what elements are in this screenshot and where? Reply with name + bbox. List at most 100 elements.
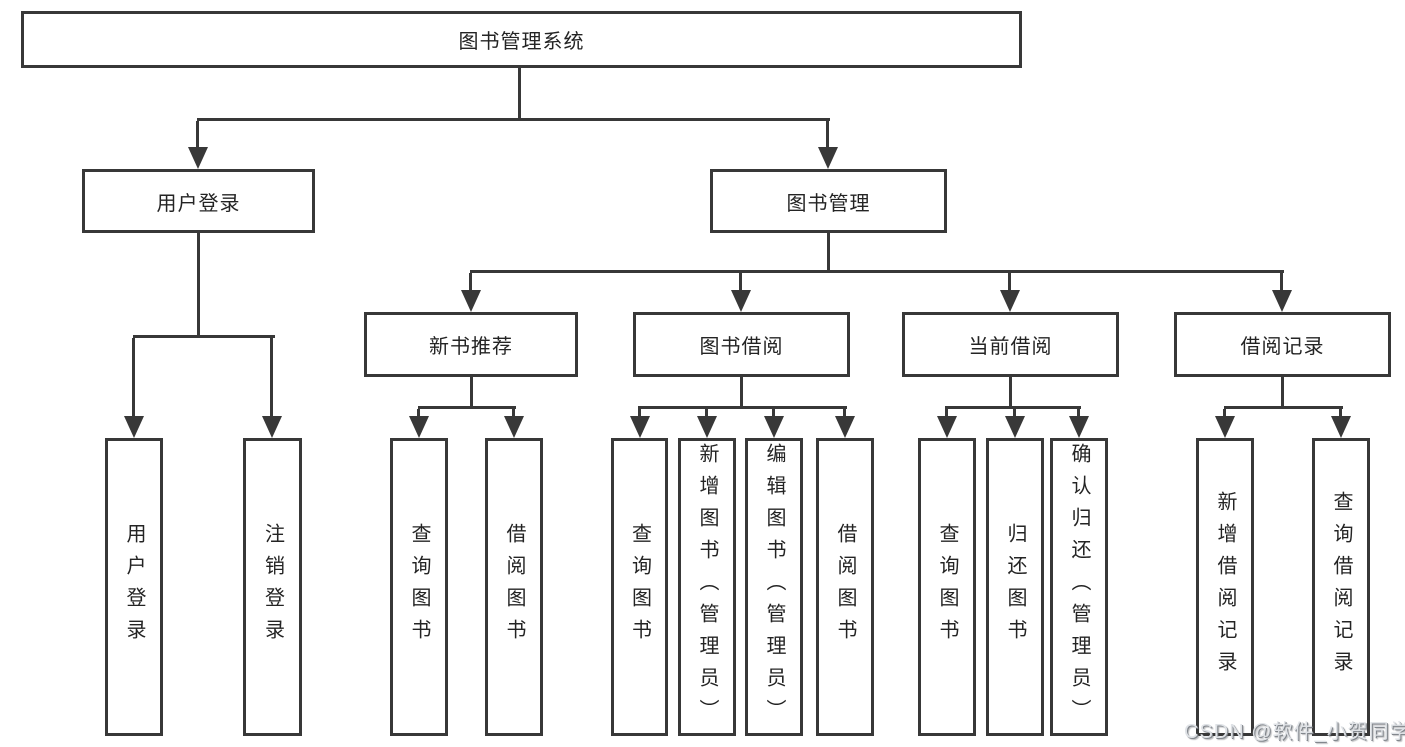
connector-arrow (835, 409, 855, 438)
connector-arrow (731, 273, 751, 312)
connector-line (827, 233, 830, 270)
arrow-head-icon (188, 147, 208, 169)
arrow-head-icon (697, 416, 717, 438)
node-label: 查询图书 (628, 523, 651, 651)
node-label: 查询图书 (408, 523, 430, 651)
csdn-watermark: CSDN @软件_小贺同学 (1184, 721, 1405, 743)
leaf-logout: 注销登录 (243, 438, 302, 736)
connector-line (740, 377, 743, 406)
node-label: 注销登录 (261, 523, 284, 651)
node-new-book-recommendation: 新书推荐 (364, 312, 578, 377)
arrow-stem (1008, 273, 1011, 292)
connector-arrow (818, 121, 838, 169)
node-label: 图书管理系统 (458, 31, 585, 53)
arrow-stem (270, 338, 273, 418)
connector-arrow (188, 121, 208, 169)
leaf-add-borrow-record: 新增借阅记录 (1196, 438, 1254, 736)
connector-arrow (1069, 409, 1089, 438)
arrow-stem (417, 409, 420, 418)
arrow-stem (512, 409, 515, 418)
connector-arrow (697, 409, 717, 438)
arrow-stem (945, 409, 948, 418)
connector-arrow (124, 338, 144, 438)
connector-arrow (1331, 409, 1351, 438)
connector-line (945, 406, 1081, 409)
node-label: 图书借阅 (699, 336, 784, 358)
leaf-query-books-current: 查询图书 (918, 438, 976, 736)
connector-line (470, 270, 1284, 273)
arrow-head-icon (1215, 416, 1235, 438)
leaf-query-books-recommend: 查询图书 (390, 438, 448, 736)
arrow-head-icon (818, 147, 838, 169)
connector-line (133, 335, 275, 338)
node-label: 查询借阅记录 (1330, 491, 1352, 683)
node-label: 查询图书 (936, 523, 958, 651)
arrow-head-icon (504, 416, 524, 438)
connector-arrow (504, 409, 524, 438)
connector-arrow (1005, 409, 1025, 438)
node-book-management: 图书管理 (710, 169, 947, 233)
connector-arrow (764, 409, 784, 438)
connector-arrow (1272, 273, 1292, 312)
node-label: 借阅图书 (834, 523, 856, 651)
arrow-stem (1077, 409, 1080, 418)
arrow-stem (739, 273, 742, 292)
node-label: 归还图书 (1004, 523, 1026, 651)
arrow-head-icon (1000, 290, 1020, 312)
node-label: 编辑图书（管理员） (763, 443, 785, 731)
connector-arrow (461, 273, 481, 312)
node-label: 用户登录 (156, 192, 241, 215)
connector-line (470, 377, 473, 406)
connector-line (1281, 377, 1284, 406)
connector-line (1009, 377, 1012, 406)
leaf-confirm-return-admin: 确认归还（管理员） (1050, 438, 1108, 736)
arrow-stem (196, 121, 199, 149)
leaf-borrow-books-borrowing: 借阅图书 (816, 438, 874, 736)
arrow-head-icon (409, 416, 429, 438)
node-book-borrowing: 图书借阅 (633, 312, 850, 377)
arrow-head-icon (630, 416, 650, 438)
node-label: 新书推荐 (429, 336, 513, 358)
connector-arrow (1000, 273, 1020, 312)
arrow-head-icon (1331, 416, 1351, 438)
connector-arrow (409, 409, 429, 438)
node-current-borrowing: 当前借阅 (902, 312, 1119, 377)
arrow-stem (843, 409, 846, 418)
connector-arrow (1215, 409, 1235, 438)
arrow-stem (132, 338, 135, 418)
arrow-stem (826, 121, 829, 149)
connector-line (1224, 406, 1343, 409)
arrow-stem (1339, 409, 1342, 418)
node-label: 用户登录 (123, 523, 145, 651)
node-borrowing-records: 借阅记录 (1174, 312, 1391, 377)
node-label: 新增图书（管理员） (696, 443, 718, 731)
arrow-stem (638, 409, 641, 418)
connector-arrow (937, 409, 957, 438)
arrow-head-icon (835, 416, 855, 438)
arrow-head-icon (937, 416, 957, 438)
arrow-head-icon (1005, 416, 1025, 438)
node-label: 借阅记录 (1240, 336, 1325, 358)
arrow-head-icon (1069, 416, 1089, 438)
arrow-head-icon (1272, 290, 1292, 312)
connector-arrow (262, 338, 282, 438)
node-user-login: 用户登录 (82, 169, 315, 233)
arrow-stem (772, 409, 775, 418)
node-label: 新增借阅记录 (1214, 491, 1236, 683)
arrow-head-icon (731, 290, 751, 312)
arrow-stem (1013, 409, 1016, 418)
arrow-stem (1223, 409, 1226, 418)
leaf-edit-book-admin: 编辑图书（管理员） (745, 438, 803, 736)
leaf-query-books-borrowing: 查询图书 (611, 438, 668, 736)
arrow-head-icon (764, 416, 784, 438)
arrow-stem (1280, 273, 1283, 292)
node-label: 借阅图书 (503, 523, 525, 651)
arrow-stem (705, 409, 708, 418)
arrow-head-icon (124, 416, 144, 438)
node-label: 当前借阅 (968, 336, 1053, 358)
node-library-management-system: 图书管理系统 (21, 11, 1022, 68)
leaf-user-login: 用户登录 (105, 438, 163, 736)
leaf-add-book-admin: 新增图书（管理员） (678, 438, 736, 736)
leaf-query-borrow-record: 查询借阅记录 (1312, 438, 1370, 736)
